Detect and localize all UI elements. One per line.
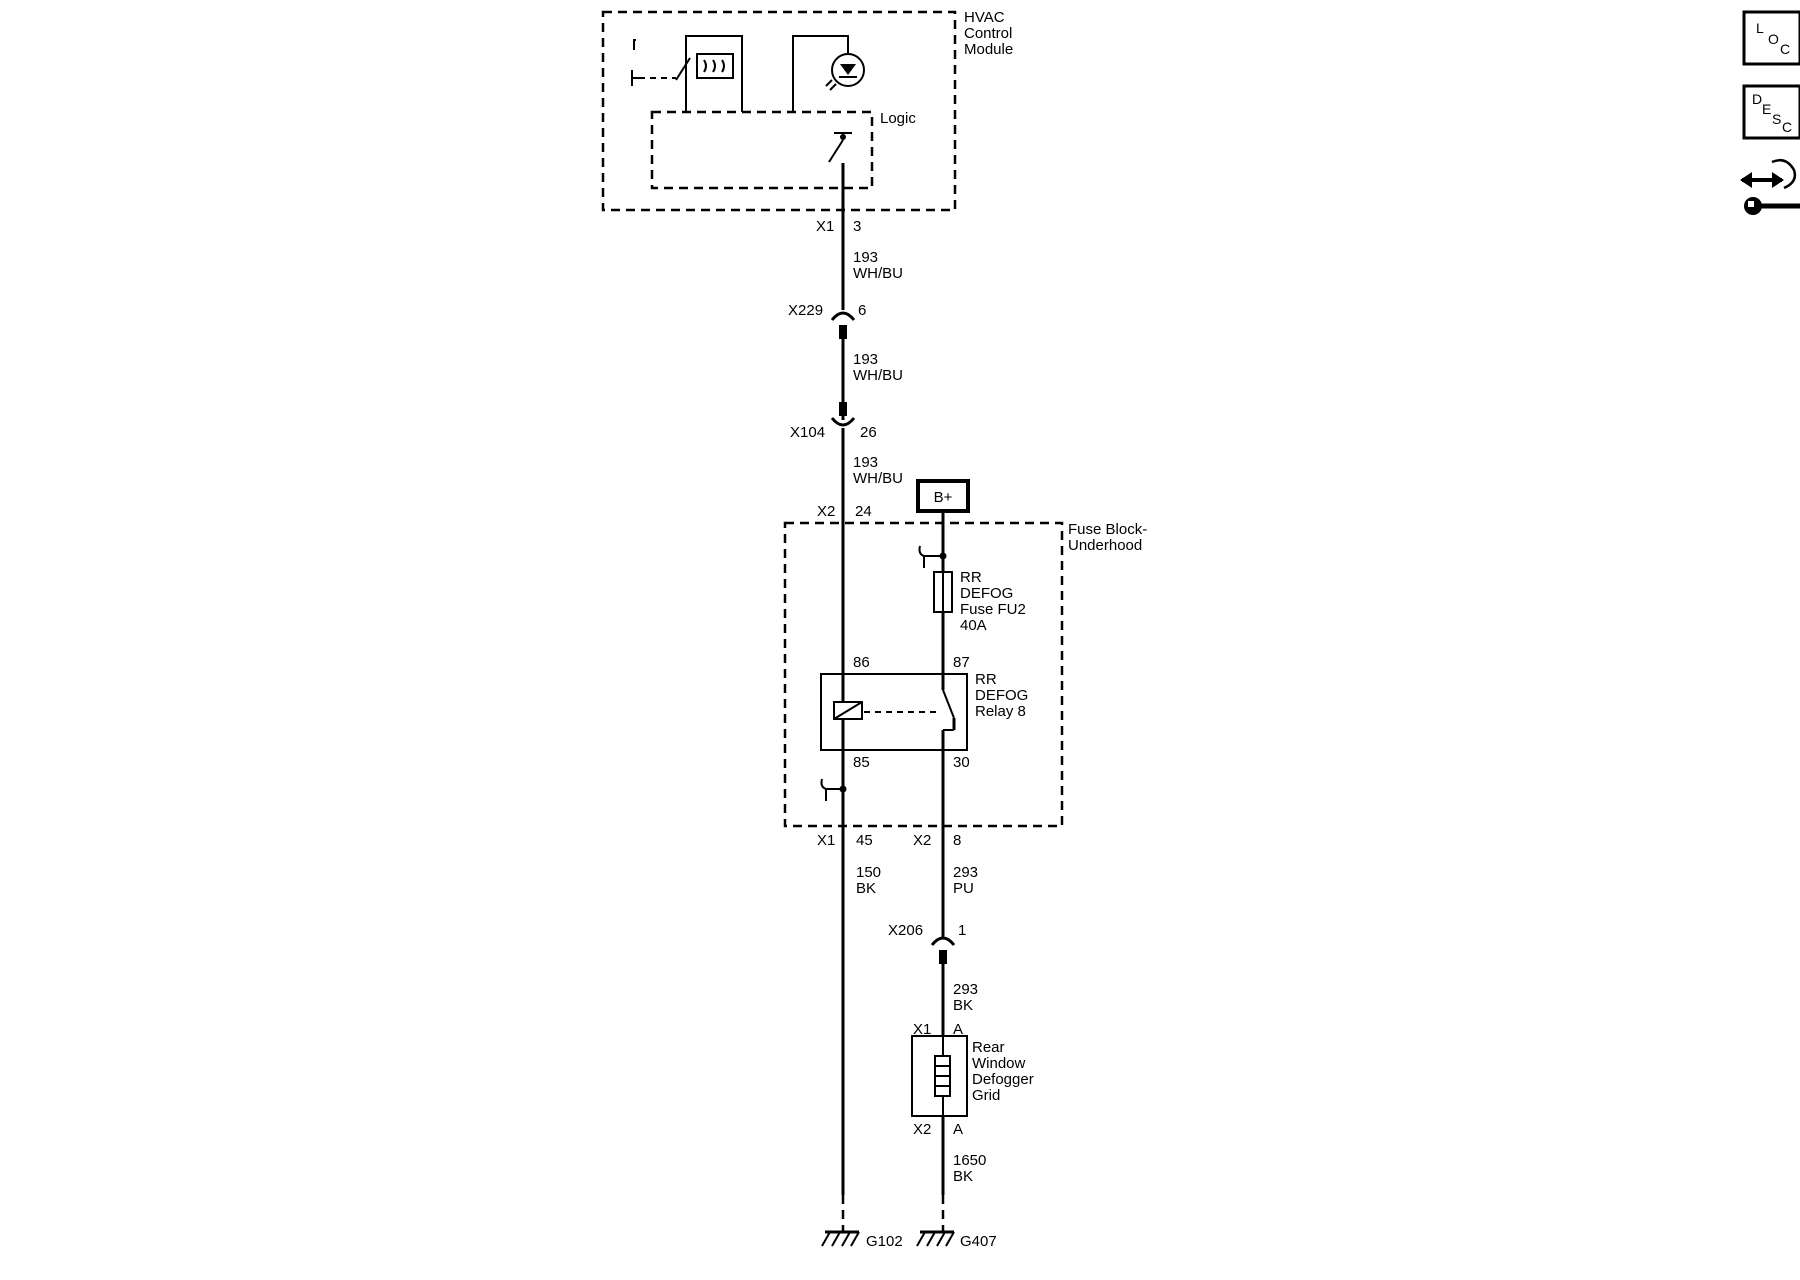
location-letter-c: C xyxy=(1780,41,1790,57)
battery-positive-label: B+ xyxy=(934,489,953,506)
relay-pin-85: 85 xyxy=(853,754,870,771)
bus-splice-bottom xyxy=(820,778,847,801)
fuse-label-1: RR xyxy=(960,569,982,586)
fuse-block-bottom-right-connector: X2 xyxy=(913,832,931,849)
fuse-block-boundary xyxy=(783,521,1064,828)
defog-grid-icon xyxy=(696,53,734,79)
wire-293-b-color: BK xyxy=(953,997,973,1014)
defogger-label-2: Window xyxy=(972,1055,1026,1072)
logic-label: Logic xyxy=(880,110,916,127)
ground-g102-label: G102 xyxy=(866,1233,903,1250)
bus-splice-top xyxy=(918,545,947,568)
fuse-label-4: 40A xyxy=(960,617,987,634)
wire-150-color: BK xyxy=(856,880,876,897)
hvac-module-boundary xyxy=(601,10,957,212)
defogger-bottom-connector: X2 xyxy=(913,1121,931,1138)
hvac-module-title-1: HVAC xyxy=(964,9,1005,26)
wire-193-a-circuit: 193 xyxy=(853,249,878,266)
fuse-block-top-pin: 24 xyxy=(855,503,872,520)
description-letter-d: D xyxy=(1752,91,1762,107)
relay-pin-87: 87 xyxy=(953,654,970,671)
fuse-block-top-connector: X2 xyxy=(817,503,835,520)
defogger-label-1: Rear xyxy=(972,1039,1005,1056)
wire-1650-color: BK xyxy=(953,1168,973,1185)
wire-193-a-color: WH/BU xyxy=(853,265,903,282)
x229-connector: X229 6 xyxy=(788,302,866,339)
x206-label: X206 xyxy=(888,922,923,939)
fuse-block-bottom-left-pin: 45 xyxy=(856,832,873,849)
description-letter-s: S xyxy=(1772,111,1781,127)
defogger-label-3: Defogger xyxy=(972,1071,1034,1088)
logic-block xyxy=(650,110,874,190)
wire-193-c-circuit: 193 xyxy=(853,454,878,471)
hvac-control-module: HVAC Control Module Logic xyxy=(601,9,1013,235)
fuse-block-underhood: Fuse Block- Underhood X2 24 B+ RR DEFOG … xyxy=(783,479,1147,849)
fuse-block-bottom-right-pin: 8 xyxy=(953,832,961,849)
wire-150-circuit: 150 xyxy=(856,864,881,881)
fuse-block-bottom-left-connector: X1 xyxy=(817,832,835,849)
defogger-bottom-pin: A xyxy=(953,1121,963,1138)
relay-pin-86: 86 xyxy=(853,654,870,671)
defogger-label-4: Grid xyxy=(972,1087,1000,1104)
rear-defog-switch xyxy=(631,35,743,112)
relay-label-3: Relay 8 xyxy=(975,703,1026,720)
description-letter-c: C xyxy=(1782,119,1792,135)
x104-label: X104 xyxy=(790,424,825,441)
wire-293-a-circuit: 293 xyxy=(953,864,978,881)
description-letter-e: E xyxy=(1762,101,1771,117)
wire-193-b-circuit: 193 xyxy=(853,351,878,368)
logic-switch xyxy=(828,132,852,163)
location-icon[interactable]: L O C xyxy=(1742,10,1800,66)
wire-1650-circuit: 1650 xyxy=(953,1152,986,1169)
x206-connector: X206 1 xyxy=(888,922,966,964)
fuse-label-2: DEFOG xyxy=(960,585,1013,602)
hvac-module-title-2: Control xyxy=(964,25,1012,42)
led-icon xyxy=(831,53,865,87)
x206-pin: 1 xyxy=(958,922,966,939)
hvac-connector-x1: X1 xyxy=(816,218,834,235)
relay-pin-30: 30 xyxy=(953,754,970,771)
location-letter-o: O xyxy=(1768,31,1779,47)
hvac-module-title-3: Module xyxy=(964,41,1013,58)
relay-label-1: RR xyxy=(975,671,997,688)
fuse-block-title-1: Fuse Block- xyxy=(1068,521,1147,538)
hvac-pin-3: 3 xyxy=(853,218,861,235)
x104-connector: X104 26 xyxy=(790,402,877,441)
wire-293-b-circuit: 293 xyxy=(953,981,978,998)
x229-label: X229 xyxy=(788,302,823,319)
indicator-led xyxy=(792,35,865,112)
relay-label-2: DEFOG xyxy=(975,687,1028,704)
fuse-block-title-2: Underhood xyxy=(1068,537,1142,554)
defogger-top-pin: A xyxy=(953,1021,963,1038)
wire-193-c-color: WH/BU xyxy=(853,470,903,487)
description-icon[interactable]: D E S C xyxy=(1742,84,1800,140)
rr-defog-relay-8: 86 87 85 30 RR DEFOG Relay 8 xyxy=(820,654,1028,771)
wire-293-a-color: PU xyxy=(953,880,974,897)
wire-193-b-color: WH/BU xyxy=(853,367,903,384)
fuse-label-3: Fuse FU2 xyxy=(960,601,1026,618)
ground-g102: G102 xyxy=(821,1230,903,1250)
ground-g407-label: G407 xyxy=(960,1233,997,1250)
x229-pin: 6 xyxy=(858,302,866,319)
connector-repair-icon[interactable] xyxy=(1740,159,1800,215)
ground-g407: G407 xyxy=(916,1230,997,1250)
x104-pin: 26 xyxy=(860,424,877,441)
rear-window-defogger-grid: X1 A Rear Window Defogger Grid X2 A xyxy=(911,1021,1034,1138)
defogger-top-connector: X1 xyxy=(913,1021,931,1038)
location-letter-l: L xyxy=(1756,20,1764,36)
